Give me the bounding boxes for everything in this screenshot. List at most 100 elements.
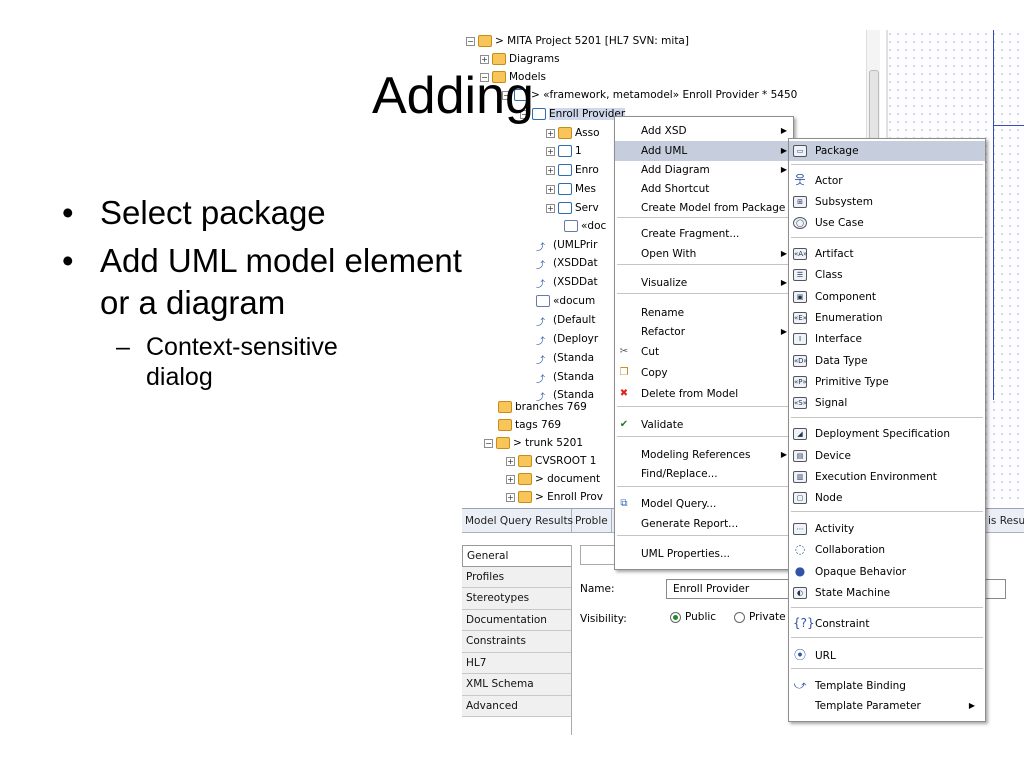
tree-node[interactable]: −Models xyxy=(480,68,546,86)
tree-node[interactable]: +> Enroll Prov xyxy=(506,488,603,506)
uml-item-execution-environment[interactable]: ▥Execution Environment xyxy=(789,467,985,487)
tree-node[interactable]: +CVSROOT 1 xyxy=(506,452,596,470)
menu-item-delete-from-model[interactable]: ✖Delete from Model xyxy=(615,384,793,404)
menu-item-create-fragment[interactable]: Create Fragment... xyxy=(615,224,793,244)
expand-icon[interactable]: + xyxy=(546,165,555,175)
menu-item-create-model-from-package[interactable]: Create Model from Package xyxy=(615,198,793,218)
tree-node[interactable]: branches 769 xyxy=(498,398,587,416)
menu-item-rename[interactable]: Rename xyxy=(615,303,793,323)
uml-item-url[interactable]: ⦿URL xyxy=(789,646,985,666)
visibility-public-radio[interactable]: Public xyxy=(670,611,716,623)
project-folder-icon xyxy=(478,35,492,47)
property-tab-hl7[interactable]: HL7 xyxy=(462,652,571,674)
menu-item-add-xsd[interactable]: Add XSD▶ xyxy=(615,121,793,141)
uml-item-opaque-behavior[interactable]: ●Opaque Behavior xyxy=(789,562,985,582)
uml-item-data-type[interactable]: «D»Data Type xyxy=(789,351,985,371)
property-tab-documentation[interactable]: Documentation xyxy=(462,609,571,631)
uml-item-signal[interactable]: «S»Signal xyxy=(789,393,985,413)
uml-item-template-parameter[interactable]: Template Parameter▶ xyxy=(789,696,985,716)
tree-node[interactable]: ⤴(Deployr xyxy=(536,330,598,348)
menu-item-label: Add Diagram xyxy=(641,164,710,176)
uml-item-component[interactable]: ▣Component xyxy=(789,287,985,307)
expand-icon[interactable]: + xyxy=(546,146,555,156)
uml-item-state-machine[interactable]: ◐State Machine xyxy=(789,583,985,603)
tree-node[interactable]: +1 xyxy=(546,142,582,160)
tab-model-query-results[interactable]: Model Query Results xyxy=(462,509,573,533)
property-tab-advanced[interactable]: Advanced xyxy=(462,695,571,717)
menu-item-find-replace[interactable]: Find/Replace... xyxy=(615,464,793,484)
tree-node[interactable]: tags 769 xyxy=(498,416,561,434)
menu-item-refactor[interactable]: Refactor▶ xyxy=(615,322,793,342)
tree-node[interactable]: «doc xyxy=(564,217,606,235)
uml-item-device[interactable]: ▤Device xyxy=(789,446,985,466)
property-tab-constraints[interactable]: Constraints xyxy=(462,631,571,653)
menu-item-generate-report[interactable]: Generate Report... xyxy=(615,514,793,534)
tree-node[interactable]: ⤴(UMLPrir xyxy=(536,236,597,254)
menu-item-add-uml[interactable]: Add UML▶ xyxy=(615,141,793,161)
tree-node[interactable]: −> MITA Project 5201 [HL7 SVN: mita] xyxy=(466,32,689,50)
menu-item-validate[interactable]: ✔Validate xyxy=(615,415,793,435)
tree-node[interactable]: +> document xyxy=(506,470,600,488)
uml-item-activity[interactable]: ⋯Activity xyxy=(789,519,985,539)
uml-item-primitive-type[interactable]: «P»Primitive Type xyxy=(789,372,985,392)
tree-node[interactable]: −> trunk 5201 xyxy=(484,434,583,452)
expand-icon[interactable]: + xyxy=(546,203,555,213)
menu-item-cut[interactable]: ✂Cut xyxy=(615,342,793,362)
collapse-icon[interactable]: − xyxy=(502,90,511,100)
collapse-icon[interactable]: − xyxy=(520,109,529,119)
collapse-icon[interactable]: − xyxy=(466,36,475,46)
tree-node[interactable]: +Serv xyxy=(546,199,599,217)
property-tab-profiles[interactable]: Profiles xyxy=(462,566,571,588)
tree-node[interactable]: ⤴(XSDDat xyxy=(536,273,598,291)
uml-item-use-case[interactable]: ◯Use Case xyxy=(789,213,985,233)
tree-node[interactable]: ⤴(XSDDat xyxy=(536,254,598,272)
visibility-private-radio[interactable]: Private xyxy=(734,611,786,623)
menu-item-label: URL xyxy=(815,650,836,662)
property-tab-general[interactable]: General xyxy=(462,545,571,567)
menu-item-open-with[interactable]: Open With▶ xyxy=(615,244,793,264)
expand-icon[interactable]: + xyxy=(506,474,515,484)
expand-icon[interactable]: + xyxy=(506,492,515,502)
uml-item-enumeration[interactable]: «E»Enumeration xyxy=(789,308,985,328)
tree-node[interactable]: +Mes xyxy=(546,180,596,198)
property-tab-xml-schema[interactable]: XML Schema xyxy=(462,674,571,696)
uml-item-template-binding[interactable]: ⤻Template Binding xyxy=(789,676,985,696)
tree-node[interactable]: ⤴(Standa xyxy=(536,368,594,386)
uml-item-artifact[interactable]: «A»Artifact xyxy=(789,244,985,264)
uml-item-package[interactable]: ▭Package xyxy=(789,141,985,161)
expand-icon[interactable]: + xyxy=(546,128,555,138)
tree-node[interactable]: −> «framework, metamodel» Enroll Provide… xyxy=(502,86,797,104)
collapse-icon[interactable]: − xyxy=(484,438,493,448)
expand-icon[interactable]: + xyxy=(480,54,489,64)
tree-node[interactable]: −Enroll Provider xyxy=(520,105,626,123)
tab-analysis-results[interactable]: is Resul xyxy=(984,509,1024,533)
tree-node[interactable]: +Diagrams xyxy=(480,50,560,68)
tree-node[interactable]: ⤴(Standa xyxy=(536,386,594,404)
folder-icon xyxy=(518,491,532,503)
uml-item-node[interactable]: ▢Node xyxy=(789,488,985,508)
tree-node[interactable]: +Asso xyxy=(546,124,600,142)
property-tab-stereotypes[interactable]: Stereotypes xyxy=(462,588,571,610)
menu-item-modeling-references[interactable]: Modeling References▶ xyxy=(615,445,793,465)
tree-node[interactable]: +Enro xyxy=(546,161,599,179)
expand-icon[interactable]: + xyxy=(506,456,515,466)
tree-node[interactable]: ⤴(Default xyxy=(536,311,595,329)
uml-item-class[interactable]: ☰Class xyxy=(789,265,985,285)
menu-item-add-shortcut[interactable]: Add Shortcut xyxy=(615,179,793,199)
collapse-icon[interactable]: − xyxy=(480,72,489,82)
menu-item-uml-properties[interactable]: UML Properties... xyxy=(615,544,793,564)
tree-node[interactable]: «docum xyxy=(536,292,595,310)
expand-icon[interactable]: + xyxy=(546,184,555,194)
uml-item-constraint[interactable]: {?}Constraint xyxy=(789,614,985,634)
menu-item-visualize[interactable]: Visualize▶ xyxy=(615,273,793,293)
tree-node[interactable]: ⤴(Standa xyxy=(536,349,594,367)
uml-item-subsystem[interactable]: ⊞Subsystem xyxy=(789,192,985,212)
tab-problems[interactable]: Proble xyxy=(572,509,612,533)
menu-item-model-query[interactable]: ⧉Model Query... xyxy=(615,494,793,514)
menu-item-copy[interactable]: ❐Copy xyxy=(615,363,793,383)
uml-item-deployment-specification[interactable]: ◢Deployment Specification xyxy=(789,424,985,444)
uml-item-collaboration[interactable]: ◌Collaboration xyxy=(789,540,985,560)
menu-item-add-diagram[interactable]: Add Diagram▶ xyxy=(615,160,793,180)
